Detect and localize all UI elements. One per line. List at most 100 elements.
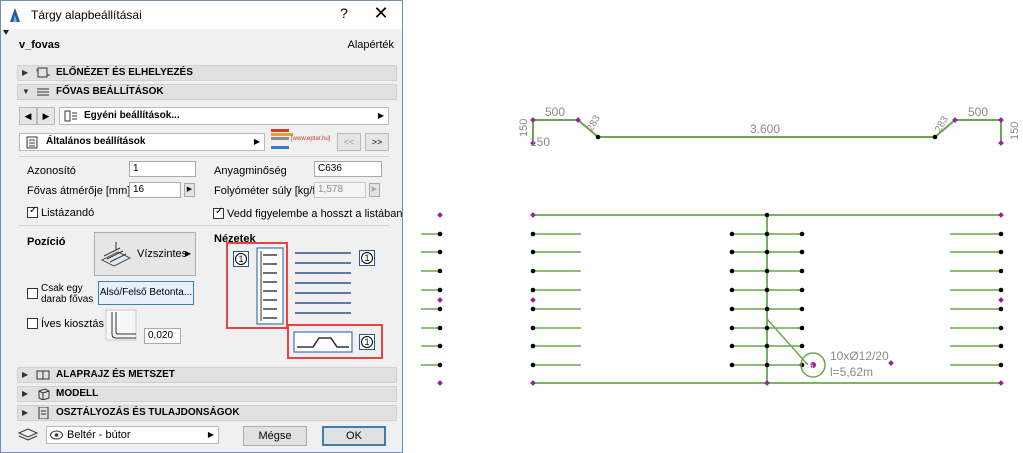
plan-node	[998, 325, 1004, 331]
layer-combo[interactable]: Beltér - bútor ▶	[46, 426, 219, 444]
expand-arrow-icon: ▶	[22, 68, 29, 77]
plan-node	[437, 343, 443, 349]
view-2-badge[interactable]: 1	[359, 250, 375, 266]
close-button[interactable]: ✕	[373, 3, 389, 23]
collapse-arrow-icon: ▼	[22, 87, 30, 96]
arc-distribution-checkbox[interactable]	[27, 318, 38, 329]
next-page-button[interactable]: >>	[365, 133, 389, 151]
plan-node	[729, 268, 735, 274]
plan-end-node	[998, 297, 1004, 303]
listable-label: Listázandó	[41, 207, 95, 219]
plan-node	[998, 249, 1004, 255]
consider-length-checkbox[interactable]	[213, 206, 224, 219]
chevron-right-icon: ▶	[207, 430, 214, 439]
section-rebar-settings[interactable]: ▼ FŐVAS BEÁLLÍTÁSOK	[17, 84, 397, 100]
view-1-badge[interactable]: 1	[233, 251, 249, 267]
arc-value-input[interactable]: 0,020	[144, 328, 181, 344]
chevron-right-icon: ▶	[253, 137, 260, 146]
list-icon	[26, 136, 38, 149]
chevron-right-icon: ▶	[184, 249, 191, 258]
id-input[interactable]: 1	[129, 161, 196, 177]
eye-icon	[50, 430, 63, 440]
plan-node	[729, 343, 735, 349]
dim-left-side: 150	[518, 119, 530, 137]
weight-label: Folyóméter súly [kg/fm]	[214, 185, 328, 197]
plan-node	[799, 306, 805, 312]
leader-line	[766, 318, 809, 366]
plan-node	[799, 268, 805, 274]
dim-left-bottom: 150	[530, 135, 550, 149]
section-label: OSZTÁLYOZÁS ÉS TULAJDONSÁGOK	[56, 407, 240, 418]
dim-right-diag: 283	[933, 114, 951, 134]
plan-node	[530, 287, 536, 293]
single-bar-label: Csak egy darab fővas	[41, 283, 94, 305]
plan-node	[998, 287, 1004, 293]
plan-end-node	[437, 297, 443, 303]
dialog-title: Tárgy alapbeállításai	[31, 8, 142, 22]
plan-node	[764, 287, 770, 293]
plan-node	[764, 306, 770, 312]
chevron-right-icon: ▶	[377, 111, 384, 120]
plan-node	[799, 287, 805, 293]
plan-node	[437, 306, 443, 312]
help-button[interactable]: ?	[340, 5, 348, 21]
custom-settings-combo[interactable]: Egyéni beállítások... ▶	[59, 107, 389, 125]
layer-combo-value: Beltér - bútor	[67, 429, 131, 441]
plan-frame	[533, 214, 1001, 384]
horizontal-rebar-icon	[101, 242, 131, 267]
bent-bar-profile-icon[interactable]	[293, 331, 353, 353]
plan-distributed-bars	[421, 212, 1004, 386]
object-name: v_fovas	[19, 39, 60, 51]
id-label: Azonosító	[27, 165, 76, 177]
general-settings-combo[interactable]: Általános beállítások ▶	[19, 133, 265, 151]
arc-distribution-icon	[105, 309, 137, 341]
position-selector[interactable]: Vízszintes ▶	[94, 232, 196, 276]
archicad-icon	[10, 8, 20, 22]
plan-node	[729, 325, 735, 331]
single-bar-checkbox[interactable]	[27, 288, 38, 299]
rebar-label-line1: 10xØ12/20	[830, 349, 889, 363]
plan-node	[437, 231, 443, 237]
position-label: Pozíció	[27, 236, 66, 248]
plan-node	[437, 325, 443, 331]
next-favorite-button[interactable]: ▶	[37, 107, 55, 125]
plan-node	[799, 231, 805, 237]
weight-input: 1,578	[314, 182, 366, 198]
plan-node	[437, 268, 443, 274]
section-classification[interactable]: ▶ OSZTÁLYOZÁS ÉS TULAJDONSÁGOK	[17, 405, 397, 421]
view-1-number: 1	[235, 253, 247, 265]
plan-section-icon	[36, 370, 50, 380]
plan-node	[799, 325, 805, 331]
diameter-input[interactable]: 16	[129, 182, 181, 198]
plan-node	[764, 343, 770, 349]
ok-button[interactable]: OK	[322, 426, 386, 446]
diameter-dropdown-button[interactable]: ▶	[184, 183, 195, 197]
plan-end-node	[530, 297, 536, 303]
prev-favorite-button[interactable]: ◀	[19, 107, 37, 125]
position-value: Vízszintes	[137, 248, 188, 260]
section-model[interactable]: ▶ MODELL	[17, 386, 397, 402]
general-settings-label: Általános beállítások	[46, 136, 146, 147]
plan-node	[998, 362, 1004, 368]
view-3-badge[interactable]: 1	[359, 334, 375, 350]
horizontal-bars-view-icon[interactable]	[293, 249, 353, 323]
cancel-button[interactable]: Mégse	[243, 426, 307, 446]
vertical-bars-view-icon[interactable]	[256, 247, 284, 325]
prev-page-button[interactable]: <<	[337, 133, 361, 151]
plan-node	[530, 231, 536, 237]
plan-node	[998, 268, 1004, 274]
section-plan-section[interactable]: ▶ ALAPRAJZ ÉS METSZET	[17, 367, 397, 383]
plan-node	[437, 362, 443, 368]
plan-node	[799, 343, 805, 349]
listable-checkbox[interactable]	[27, 205, 38, 218]
plan-node	[998, 306, 1004, 312]
view-2-number: 1	[361, 252, 373, 264]
section-preview-placement[interactable]: ▶ ELŐNÉZET ÉS ELHELYEZÉS	[17, 65, 397, 81]
logo-text: [www.eptar.hu]	[291, 136, 331, 142]
plan-node	[437, 287, 443, 293]
material-input[interactable]: C636	[314, 161, 382, 177]
layers-icon	[17, 428, 39, 441]
arc-distribution-label: Íves kiosztás	[41, 318, 104, 330]
plan-node	[530, 306, 536, 312]
layer-button[interactable]: Alsó/Felső Betonta...	[98, 281, 194, 305]
